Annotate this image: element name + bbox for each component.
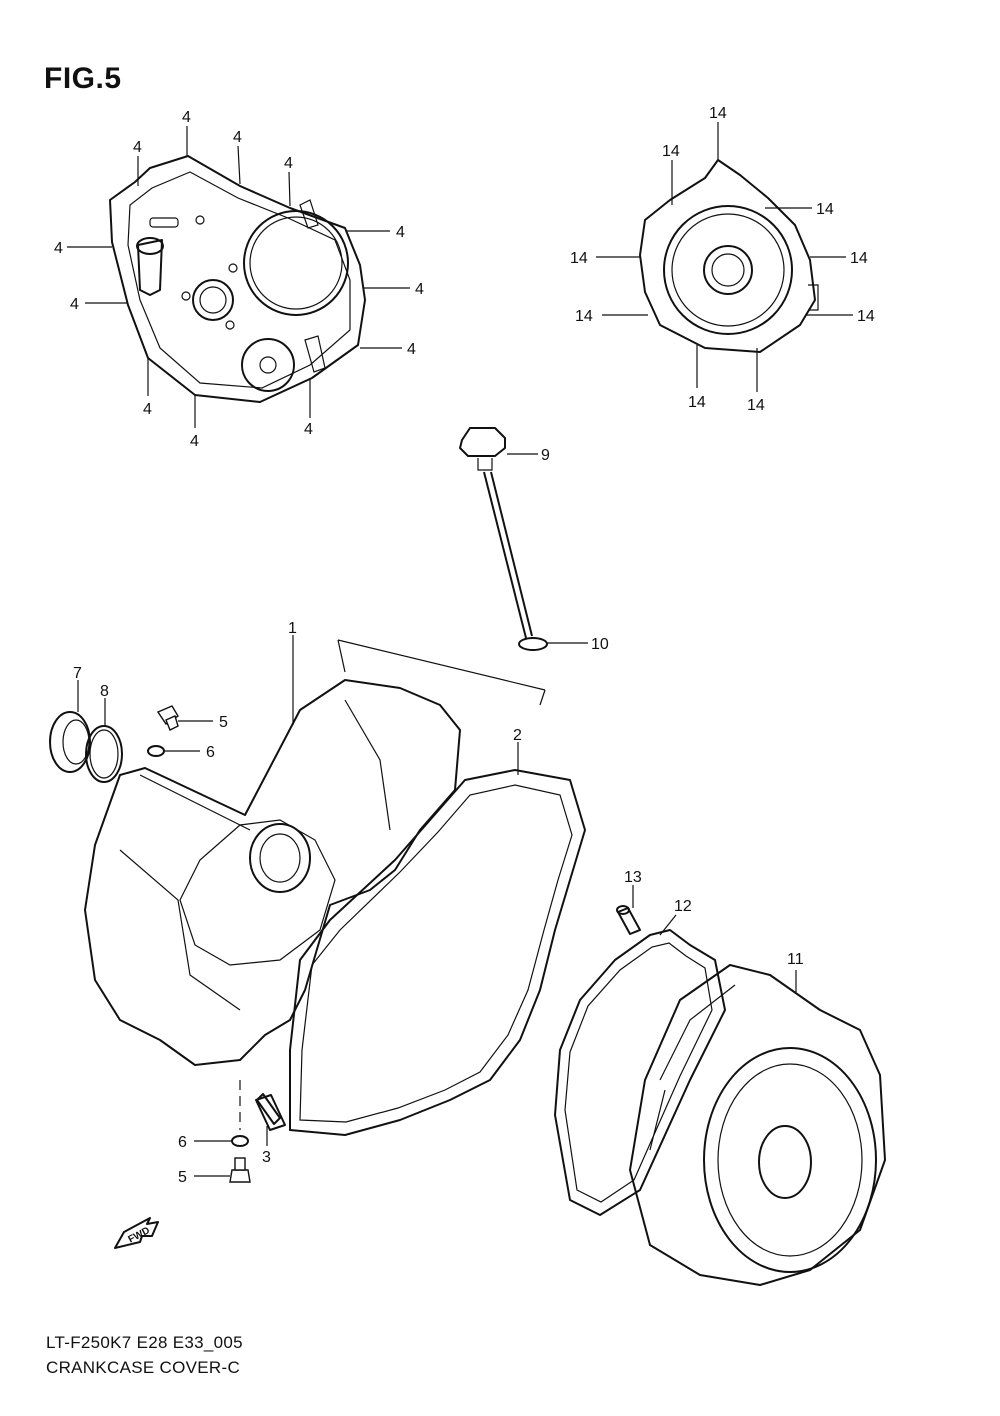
- callout-number: 2: [513, 727, 522, 744]
- callout-number: 14: [662, 143, 680, 160]
- callout-number: 4: [54, 240, 63, 257]
- callout-number: 14: [570, 250, 588, 267]
- callout-number: 14: [747, 397, 765, 414]
- generator-cover-outline: [639, 159, 819, 353]
- callout-number: 11: [787, 951, 804, 968]
- callout-number: 4: [407, 341, 416, 358]
- callout-number: 14: [688, 394, 706, 411]
- callout-number: 6: [206, 744, 215, 761]
- o-ring: [85, 725, 123, 783]
- callout-number: 4: [143, 401, 152, 418]
- washer: [231, 1135, 249, 1147]
- callout-number: 4: [284, 155, 293, 172]
- washer: [147, 745, 165, 757]
- model-code: LT-F250K7 E28 E33_005: [46, 1333, 243, 1352]
- callout-number: 14: [850, 250, 868, 267]
- callout-number: 6: [178, 1134, 187, 1151]
- callout-number: 5: [178, 1169, 187, 1186]
- callout-number: 9: [541, 447, 550, 464]
- generator-cover-gasket: [554, 929, 726, 1216]
- callout-number: 4: [233, 129, 242, 146]
- callout-number: 12: [674, 898, 692, 915]
- callout-number: 4: [415, 281, 424, 298]
- callout-number: 10: [591, 636, 609, 653]
- clutch-cover-outline: [109, 155, 366, 403]
- callout-number: 4: [396, 224, 405, 241]
- bolt: [229, 1157, 251, 1183]
- callout-number: 7: [73, 665, 82, 682]
- assembly-name: CRANKCASE COVER-C: [46, 1358, 241, 1377]
- dowel-pin: [255, 1093, 286, 1131]
- dowel-pin: [616, 905, 641, 935]
- callout-group-bolts-14: 14 14 14 14 14 14 14 14 14: [570, 105, 875, 414]
- callout-number: 4: [70, 296, 79, 313]
- oil-seal: [49, 711, 91, 773]
- bolt: [156, 705, 179, 731]
- forward-direction-arrow: FWD: [114, 1217, 159, 1249]
- callout-number: 5: [219, 714, 228, 731]
- figure-title: FIG.5: [44, 62, 122, 95]
- callout-number: 4: [182, 109, 191, 126]
- callout-number: 14: [709, 105, 727, 122]
- generator-cover-part: [629, 964, 886, 1286]
- crankcase-cover-gasket: [289, 769, 586, 1136]
- callout-group-bolts-4: 4 4 4 4 4 4 4 4 4 4 4 4: [54, 109, 424, 450]
- callout-number: 14: [575, 308, 593, 325]
- callout-number: 4: [304, 421, 313, 438]
- callout-number: 4: [190, 433, 199, 450]
- figure-caption: LT-F250K7 E28 E33_005 CRANKCASE COVER-C: [46, 1330, 243, 1380]
- callout-group-main-parts: 1 2 3 5 6 5 6 7 8 9 10 11 12 13: [73, 447, 804, 1186]
- callout-number: 3: [262, 1149, 271, 1166]
- leader-lines: [67, 122, 853, 1177]
- callout-number: 1: [288, 620, 297, 637]
- callout-number: 14: [816, 201, 834, 218]
- callout-number: 14: [857, 308, 875, 325]
- crankcase-cover-part: [84, 639, 546, 1130]
- callout-number: 8: [100, 683, 109, 700]
- oil-level-gauge: [459, 427, 548, 651]
- callout-number: 4: [133, 139, 142, 156]
- callout-number: 13: [624, 869, 642, 886]
